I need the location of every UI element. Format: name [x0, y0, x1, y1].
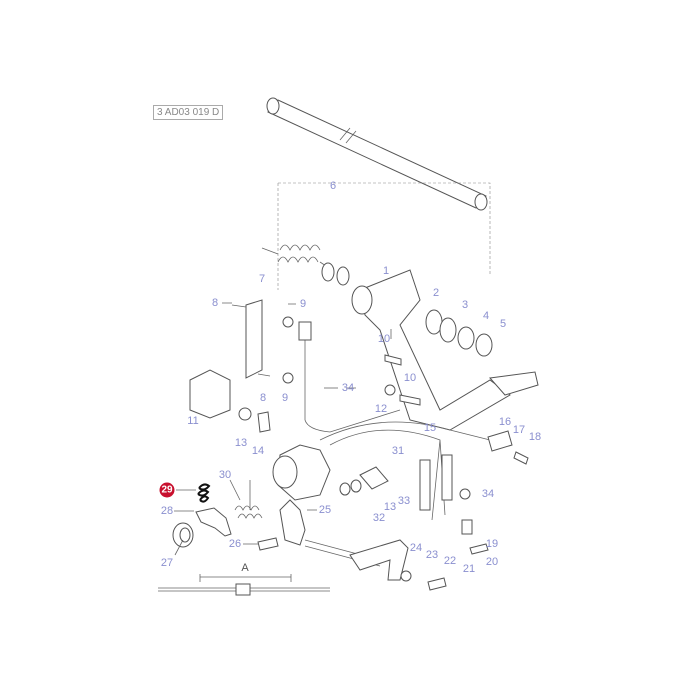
callout-10[interactable]: 10: [377, 333, 391, 345]
callout-18[interactable]: 18: [528, 431, 542, 443]
callout-34[interactable]: 34: [341, 382, 355, 394]
callout-12[interactable]: 12: [374, 403, 388, 415]
bracket-part-11: [189, 369, 231, 419]
callout-6[interactable]: 6: [329, 180, 337, 192]
callout-24[interactable]: 24: [409, 542, 423, 554]
callout-14[interactable]: 14: [251, 445, 265, 457]
callout-34b[interactable]: 34: [481, 488, 495, 500]
cable-dimension-a: [158, 574, 330, 596]
spring-part-7: [261, 244, 333, 271]
callout-27[interactable]: 27: [160, 557, 174, 569]
leader-lines: [174, 302, 392, 556]
dimension-label-a: A: [241, 562, 249, 574]
callout-7[interactable]: 7: [258, 273, 266, 285]
callout-25[interactable]: 25: [318, 504, 332, 516]
callout-26[interactable]: 26: [228, 538, 242, 550]
callout-31[interactable]: 31: [391, 445, 405, 457]
pedal-part-1: [351, 269, 539, 431]
callout-20[interactable]: 20: [485, 556, 499, 568]
washer-part-4: [457, 326, 475, 350]
callout-8b[interactable]: 8: [259, 392, 267, 404]
shaft-part-6: [266, 97, 488, 211]
callout-11[interactable]: 11: [187, 415, 199, 427]
bracket-plate: [245, 299, 263, 379]
callout-23[interactable]: 23: [425, 549, 439, 561]
diagram-reference: 3 AD03 019 D: [153, 105, 224, 120]
callout-21[interactable]: 21: [462, 563, 476, 575]
callout-33[interactable]: 33: [397, 495, 411, 507]
callout-13[interactable]: 13: [234, 437, 248, 449]
callout-15[interactable]: 15: [423, 422, 437, 434]
lever-part-24: [349, 539, 409, 581]
callout-13b[interactable]: 13: [383, 501, 397, 513]
assembly-bracket-lines: [277, 182, 491, 290]
callout-4[interactable]: 4: [482, 310, 490, 322]
callout-29-highlighted[interactable]: 29: [159, 482, 175, 498]
callout-3[interactable]: 3: [461, 299, 469, 311]
callout-17[interactable]: 17: [512, 424, 526, 436]
callout-16[interactable]: 16: [498, 416, 512, 428]
callout-32[interactable]: 32: [372, 512, 386, 524]
fork-part-25: [279, 499, 306, 546]
callout-10b[interactable]: 10: [403, 372, 417, 384]
callout-30[interactable]: 30: [218, 469, 232, 481]
callout-2[interactable]: 2: [432, 287, 440, 299]
pivot-part-28: [195, 507, 232, 537]
spring-part-29: [197, 483, 211, 503]
callout-22[interactable]: 22: [443, 555, 457, 567]
release-housing: [272, 444, 331, 501]
callout-9b[interactable]: 9: [281, 392, 289, 404]
callout-28[interactable]: 28: [160, 505, 174, 517]
callout-19[interactable]: 19: [485, 538, 499, 550]
callout-9[interactable]: 9: [299, 298, 307, 310]
callout-8[interactable]: 8: [211, 297, 219, 309]
callout-5[interactable]: 5: [499, 318, 507, 330]
clip-part-5: [475, 333, 493, 357]
callout-1[interactable]: 1: [382, 265, 390, 277]
clutch-rod: [304, 340, 401, 433]
seal-part-3: [439, 317, 457, 343]
